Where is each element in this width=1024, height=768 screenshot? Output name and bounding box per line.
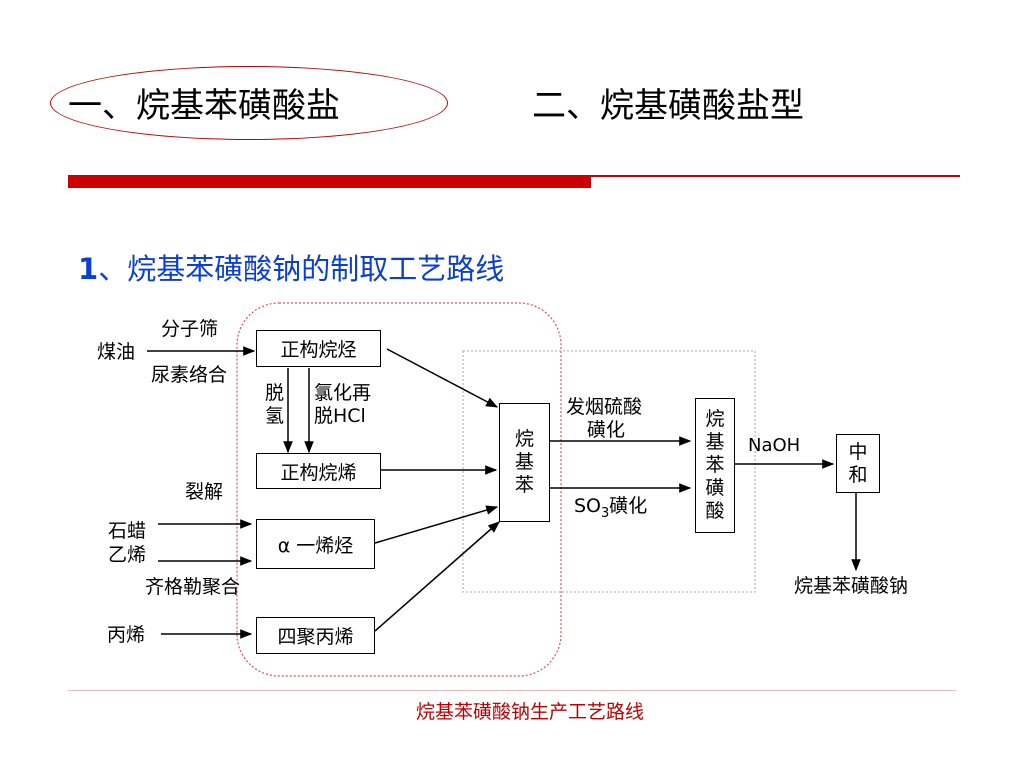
sulfonic-acid-char: 烷 <box>705 408 725 430</box>
so3-subscript: 3 <box>601 505 610 521</box>
divider-bar-thin <box>591 175 960 177</box>
method-dehydrogenation-1: 脱 <box>265 382 285 404</box>
sulfonic-acid-char: 基 <box>705 431 725 453</box>
so3-prefix: SO <box>574 495 602 517</box>
input-propylene: 丙烯 <box>107 624 146 646</box>
divider-bar-thick <box>68 175 591 188</box>
box-n-olefin: 正构烷烯 <box>256 453 381 489</box>
input-ethylene: 乙烯 <box>108 544 147 566</box>
input-paraffin: 石蜡 <box>108 520 147 542</box>
sulfonic-acid-char: 磺 <box>705 477 725 499</box>
heading-alkyl-sulfonate: 二、烷基磺酸盐型 <box>532 86 804 126</box>
alkylbenzene-char: 烷 <box>514 428 534 450</box>
sulfonic-acid-char: 酸 <box>705 500 725 522</box>
box-alpha-olefin: α 一烯烃 <box>256 519 375 569</box>
method-fuming-sulfuric-2: 磺化 <box>587 419 626 441</box>
highlight-ellipse <box>50 66 448 140</box>
method-chlorination-2: 脱HCl <box>314 405 366 427</box>
reagent-naoh: NaOH <box>748 435 801 456</box>
box-tetrapropylene: 四聚丙烯 <box>256 617 375 654</box>
method-urea-complex: 尿素络合 <box>151 364 228 386</box>
reaction-group-frame <box>462 350 756 593</box>
method-chlorination-1: 氯化再 <box>314 382 372 404</box>
feedstock-group-frame <box>236 302 562 677</box>
neutralize-char: 中 <box>848 440 868 463</box>
method-fuming-sulfuric-1: 发烟硫酸 <box>566 396 643 418</box>
box-alkylbenzene: 烷 基 苯 <box>499 403 550 522</box>
input-kerosene: 煤油 <box>97 341 136 363</box>
method-ziegler-polymerization: 齐格勒聚合 <box>145 576 241 598</box>
product-sodium-alkylbenzene-sulfonate: 烷基苯磺酸钠 <box>794 575 909 597</box>
subtitle-text: 、烷基苯磺酸钠的制取工艺路线 <box>98 252 505 286</box>
sulfonic-acid-char: 苯 <box>705 454 725 476</box>
method-so3-sulfonation: SO3磺化 <box>574 495 647 525</box>
alkylbenzene-char: 基 <box>514 451 534 473</box>
box-n-alkane: 正构烷烃 <box>256 330 381 367</box>
box-alkylbenzene-sulfonic-acid: 烷 基 苯 磺 酸 <box>695 398 735 533</box>
heading-alkylbenzene-sulfonate: 一、烷基苯磺酸盐 <box>68 86 340 126</box>
so3-suffix: 磺化 <box>609 495 648 517</box>
method-dehydrogenation-2: 氢 <box>265 405 285 427</box>
figure-caption: 烷基苯磺酸钠生产工艺路线 <box>415 701 644 723</box>
footer-rule <box>68 690 956 691</box>
section-subtitle: 1、烷基苯磺酸钠的制取工艺路线 <box>78 246 504 288</box>
method-molecular-sieve: 分子筛 <box>161 318 219 340</box>
neutralize-char: 和 <box>848 463 868 486</box>
box-neutralize: 中 和 <box>836 434 880 493</box>
alkylbenzene-char: 苯 <box>514 474 534 496</box>
subtitle-number: 1 <box>78 252 99 286</box>
method-cracking: 裂解 <box>185 481 224 503</box>
